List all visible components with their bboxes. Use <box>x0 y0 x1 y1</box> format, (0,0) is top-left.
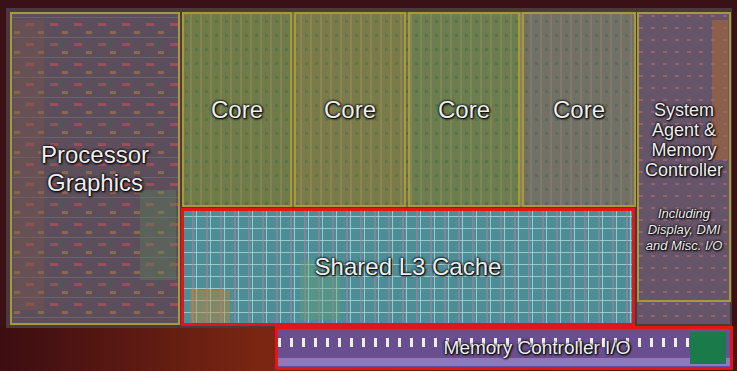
core-block: Core <box>522 12 636 207</box>
graphics-texture <box>10 12 180 325</box>
block-label: Core <box>324 96 376 124</box>
block-label: Memory Controller I/O <box>444 337 631 359</box>
core-texture <box>182 12 636 207</box>
die-area <box>6 8 732 328</box>
cache-block: Shared L3 Cache <box>181 208 635 326</box>
io-texture <box>690 332 726 364</box>
cache-texture <box>190 290 230 324</box>
agent-texture <box>637 12 730 324</box>
core-tint <box>522 12 636 207</box>
io-texture <box>275 326 733 369</box>
core-block: Core <box>294 12 406 207</box>
block-label: Processor Graphics <box>18 141 172 196</box>
graphics-texture <box>140 190 176 280</box>
io-block: Memory Controller I/O <box>275 326 733 370</box>
graphics-block: Processor Graphics <box>10 12 180 325</box>
block-label: Core <box>438 96 490 124</box>
block-label: Core <box>211 96 263 124</box>
graphics-texture <box>14 20 44 310</box>
block-label: Shared L3 Cache <box>315 253 502 281</box>
block-label: Core <box>553 96 605 124</box>
agent-block: System Agent & Memory ControllerIncludin… <box>637 12 731 302</box>
ground-strip <box>0 326 737 371</box>
block-label: System Agent & Memory Controller <box>642 100 726 180</box>
core-tint <box>294 12 406 207</box>
core-tint <box>408 12 520 207</box>
core-block: Core <box>408 12 520 207</box>
cache-texture <box>181 208 635 326</box>
core-tint <box>182 12 292 207</box>
core-block: Core <box>182 12 292 207</box>
block-note: Including Display, DMI and Misc. I/O <box>642 206 726 254</box>
